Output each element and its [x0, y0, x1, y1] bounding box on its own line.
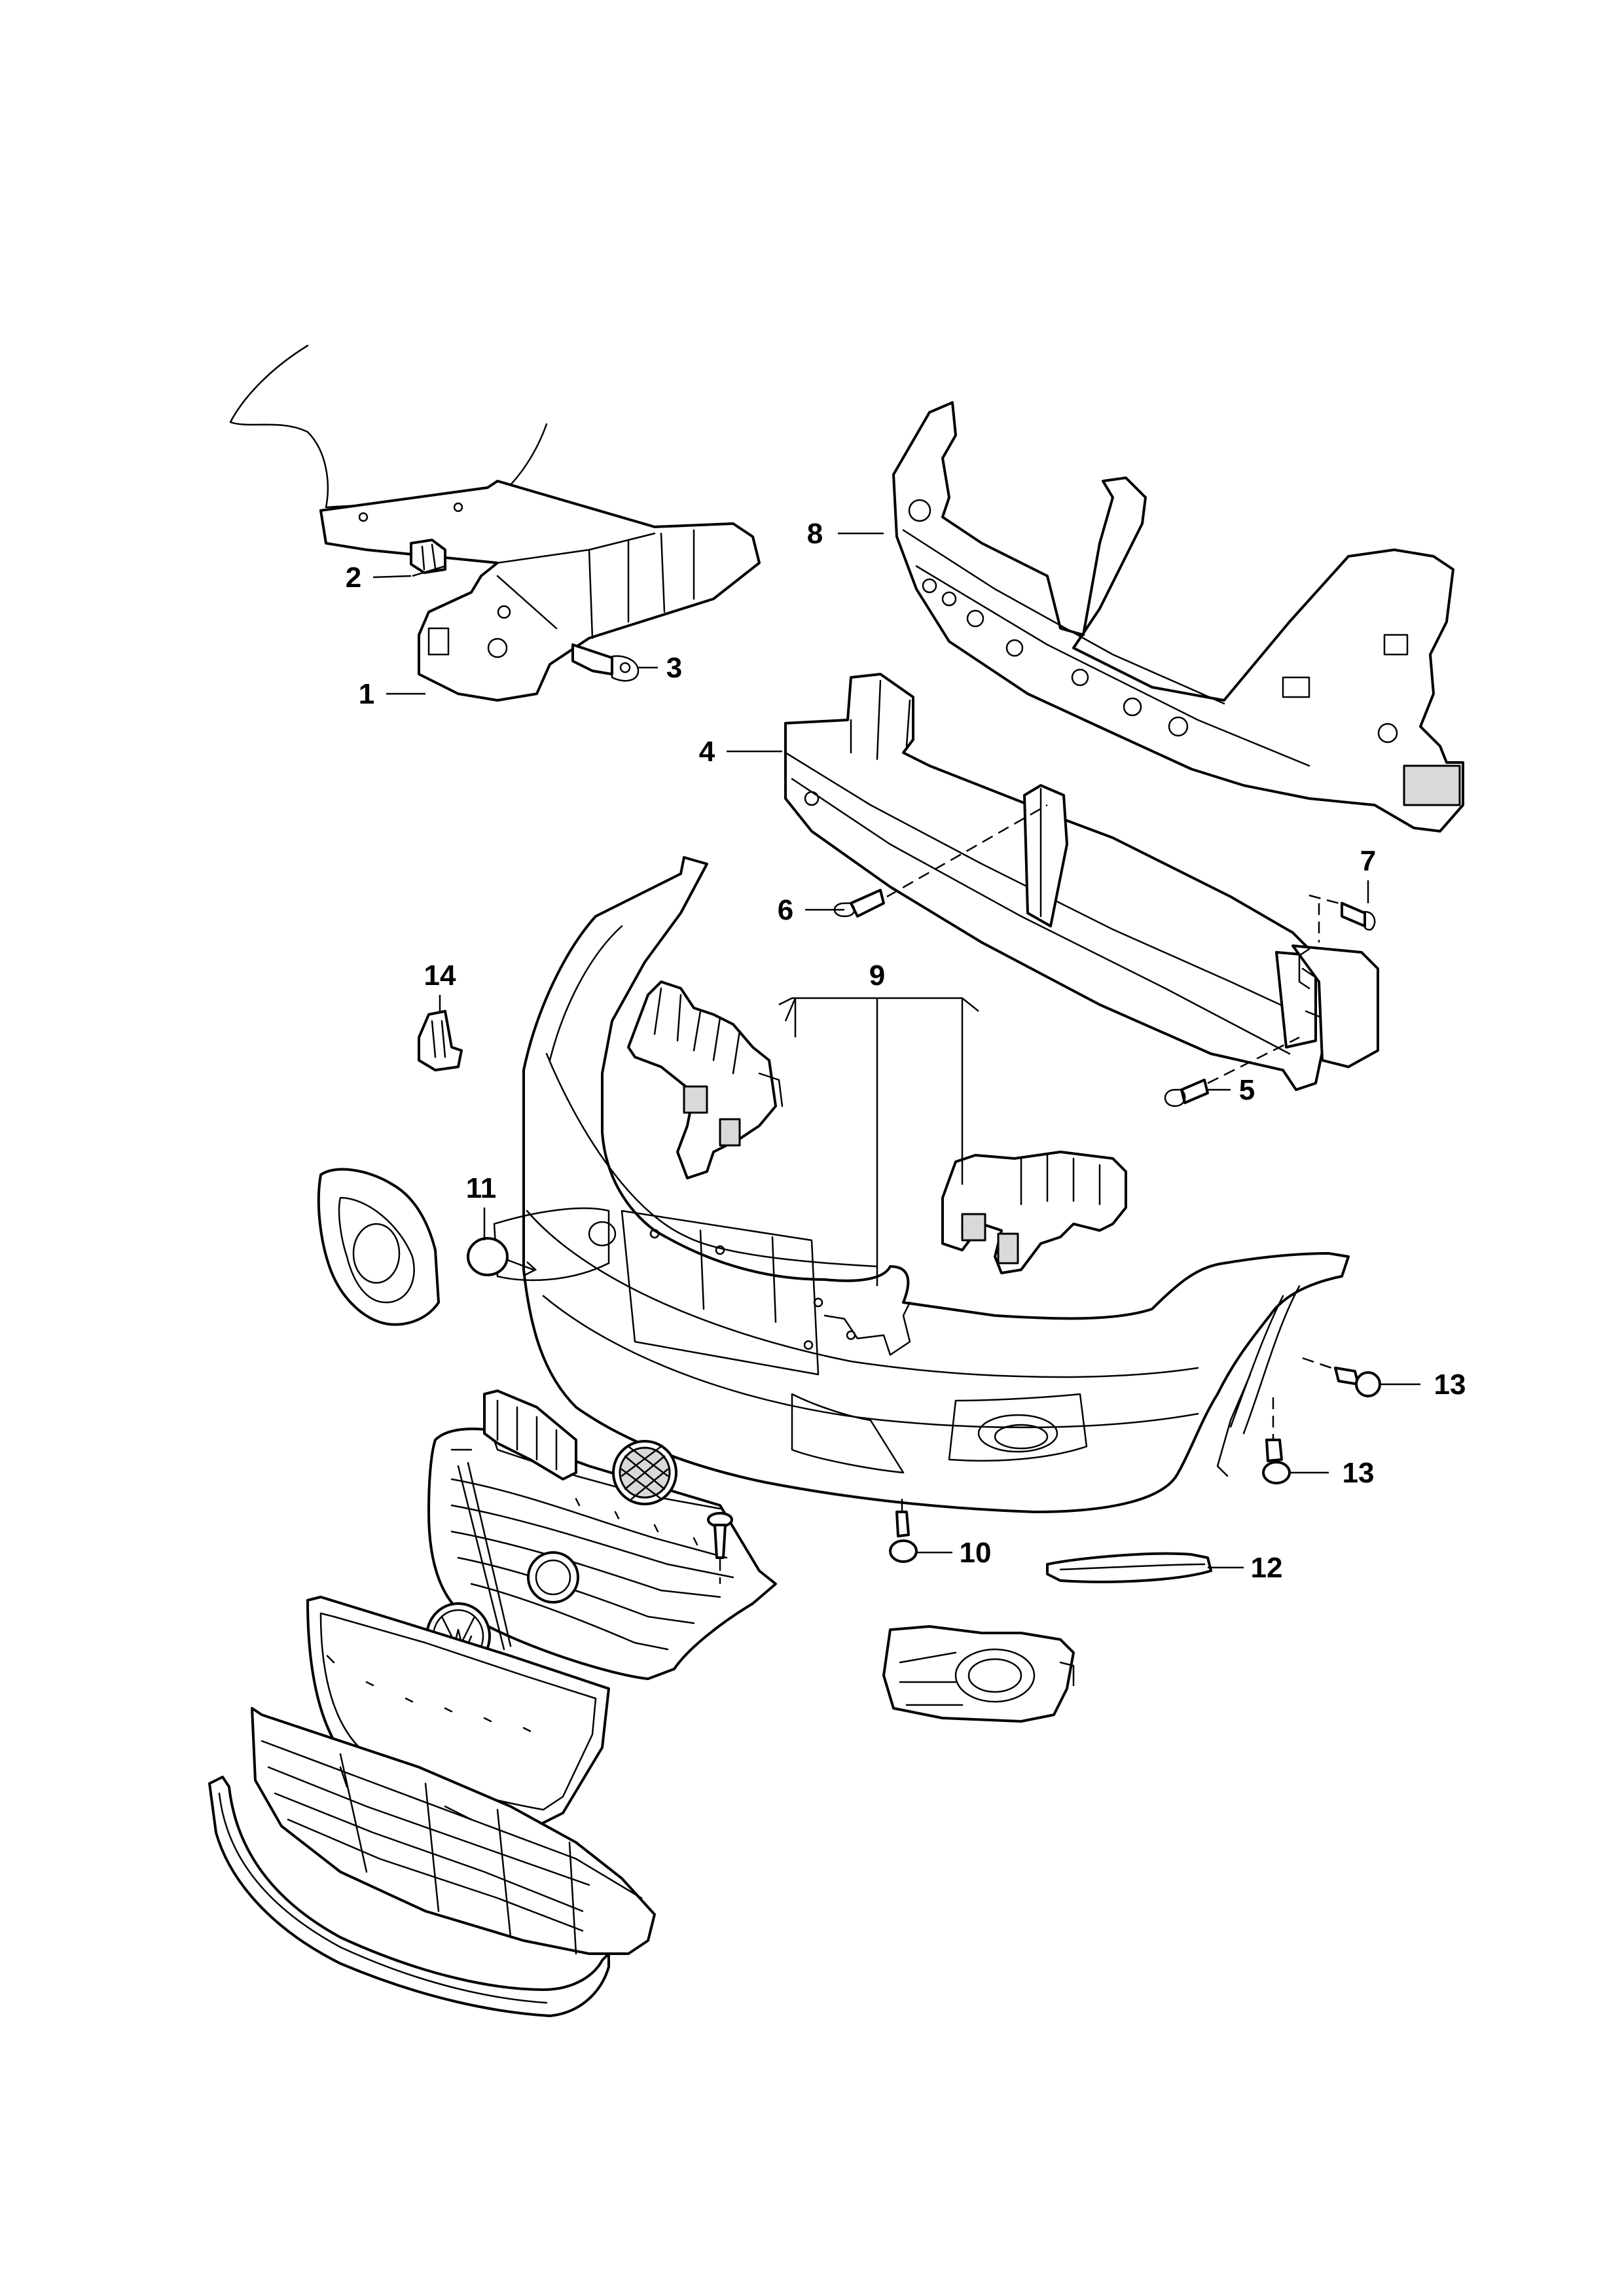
part-14-clip: [418, 1010, 463, 1071]
callout-13-lower: 13: [1343, 1457, 1375, 1489]
part-2-clip: [410, 539, 446, 574]
part-10-screw: [889, 1511, 918, 1563]
callout-6: 6: [778, 894, 793, 926]
callout-1: 1: [359, 678, 374, 710]
part-13-screw-upper: [1334, 1367, 1381, 1397]
callout-4: 4: [699, 736, 715, 768]
part-6-screw: [833, 889, 885, 918]
leader-2b: [412, 565, 446, 577]
part-8-upper-carrier: [892, 401, 1464, 833]
fender-outline: [229, 344, 548, 509]
mesh-badge-cover: [612, 1440, 677, 1505]
callout-2: 2: [346, 562, 361, 594]
part-7-install-line: [1308, 894, 1339, 905]
part-11-direction-arrow: [507, 1259, 537, 1276]
part-3-screw: [571, 643, 640, 682]
part-11-cap: [467, 1237, 509, 1276]
lower-trim-strip: [208, 1776, 610, 2017]
leader-2: [372, 575, 412, 579]
part-12-trim-strip: [1046, 1552, 1212, 1583]
grille-upper-insert: [483, 1390, 577, 1480]
callout-5: 5: [1239, 1074, 1255, 1106]
grille-screw: [707, 1512, 733, 1559]
callout-14: 14: [424, 960, 456, 992]
part-6-install-line: [886, 804, 1048, 898]
lower-grille: [251, 1707, 656, 1955]
part-9-right-bracket: [941, 1151, 1127, 1274]
part-1-bumper-bracket: [319, 480, 761, 702]
callout-10: 10: [960, 1537, 992, 1569]
leader-9: [778, 997, 979, 1286]
fog-lamp-bezel: [882, 1625, 1075, 1723]
bumper-cover: [493, 856, 1350, 1513]
part-7-screw: [1341, 902, 1376, 931]
callout-3: 3: [666, 652, 682, 684]
callout-12: 12: [1251, 1552, 1283, 1584]
callout-8: 8: [807, 518, 823, 550]
callout-13-upper: 13: [1434, 1369, 1466, 1401]
part-13-screw-lower: [1262, 1439, 1291, 1484]
callout-7: 7: [1360, 845, 1376, 877]
callout-11: 11: [466, 1172, 497, 1204]
callout-9: 9: [869, 960, 885, 992]
part-4-impact-beam: [784, 673, 1379, 1091]
part-13-install-line-upper: [1302, 1357, 1336, 1371]
left-side-insert: [317, 1168, 440, 1326]
part-9-left-bracket: [627, 980, 784, 1179]
part-5-screw: [1164, 1079, 1209, 1107]
